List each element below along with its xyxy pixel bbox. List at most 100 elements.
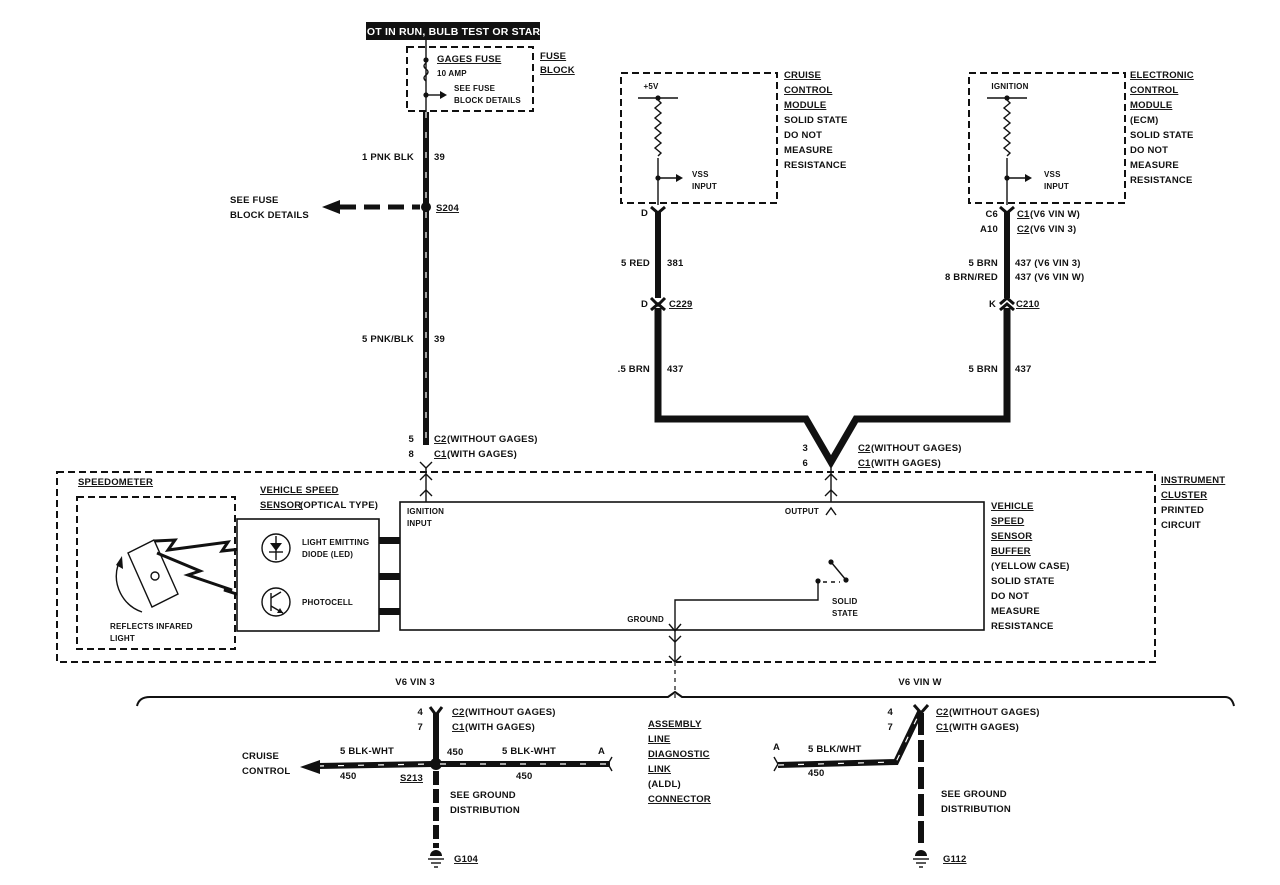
buffer-note: (YELLOW CASE) xyxy=(991,561,1070,572)
wire-color-label: 1 PNK BLK xyxy=(362,152,414,163)
cluster-note: PRINTED xyxy=(1161,505,1204,516)
vss-label: INPUT xyxy=(692,182,717,191)
connector-note: (WITHOUT GAGES) xyxy=(447,434,538,445)
buffer-title: VEHICLE xyxy=(991,501,1034,512)
vin-bracket: V6 VIN 3 V6 VIN W xyxy=(136,677,1235,707)
light-beam-reflected xyxy=(156,551,263,604)
connector-note: (WITHOUT GAGES) xyxy=(949,707,1040,718)
supply-label: +5V xyxy=(643,82,659,91)
module-note: MEASURE xyxy=(1130,160,1179,171)
module-note: RESISTANCE xyxy=(784,160,847,171)
connector-note: (WITH GAGES) xyxy=(447,449,517,460)
pin-number: 4 xyxy=(888,707,894,718)
wire-circuit-label: 437 xyxy=(667,364,683,375)
ignition-connector: 5 8 C2 (WITHOUT GAGES) C1 (WITH GAGES) xyxy=(409,434,538,502)
wire-color-label: 5 BLK-WHT xyxy=(340,746,394,757)
module-title: ELECTRONIC xyxy=(1130,70,1194,81)
power-source-label: HOT IN RUN, BULB TEST OR START xyxy=(359,26,547,38)
pin-number: 6 xyxy=(803,458,808,469)
pin-number: K xyxy=(989,299,996,310)
wire-color-label: 5 BLK/WHT xyxy=(808,744,862,755)
cluster-title: INSTRUMENT xyxy=(1161,475,1225,486)
connector-id: C210 xyxy=(1016,299,1040,310)
cruise-control-label: CRUISE xyxy=(242,751,279,762)
wire-circuit-381-437-cruise: D 5 RED 381 D C229 .5 BRN 437 xyxy=(618,205,692,375)
wire-circuit-label: 437 (V6 VIN W) xyxy=(1015,272,1084,283)
module-title: MODULE xyxy=(784,100,826,111)
ground-id: G104 xyxy=(454,854,479,865)
connector-id: C1 xyxy=(452,722,465,733)
vss-label: INPUT xyxy=(1044,182,1069,191)
wire-circuit-label: 381 xyxy=(667,258,684,269)
wire-circuit-437-merged: 3 6 C2 (WITHOUT GAGES) C1 (WITH GAGES) xyxy=(654,308,1011,562)
buffer-title: BUFFER xyxy=(991,546,1031,557)
sensor-title: VEHICLE SPEED xyxy=(260,485,339,496)
resistor-icon xyxy=(1002,99,1012,157)
wire-color-label: .5 BRN xyxy=(618,364,650,375)
resistor-icon xyxy=(653,99,663,157)
cluster-note: CIRCUIT xyxy=(1161,520,1201,531)
module-title: MODULE xyxy=(1130,100,1172,111)
wire-circuit-label: 450 xyxy=(516,771,532,782)
module-note: SOLID STATE xyxy=(1130,130,1194,141)
buffer-note: MEASURE xyxy=(991,606,1040,617)
ground-id: G112 xyxy=(943,854,967,865)
see-ground-label: SEE GROUND xyxy=(450,790,516,801)
wire-color-label: 5 BRN xyxy=(968,258,998,269)
wire-circuit-label: 437 (V6 VIN 3) xyxy=(1015,258,1081,269)
pin-number: A10 xyxy=(980,224,998,235)
module-note: RESISTANCE xyxy=(1130,175,1193,186)
arrow-right-icon xyxy=(676,174,683,182)
sensor-pin xyxy=(379,573,401,580)
wire-color-label: 5 BLK-WHT xyxy=(502,746,556,757)
led-label: LIGHT EMITTING xyxy=(302,538,369,547)
led-icon xyxy=(261,533,291,563)
wire-circuit-label: 39 xyxy=(434,334,445,345)
reflects-label: LIGHT xyxy=(110,634,135,643)
fuse-block-label-1: FUSE xyxy=(540,51,566,62)
wire-circuit-39: 1 PNK BLK 39 5 PNK/BLK 39 xyxy=(362,112,445,445)
splice-id: S213 xyxy=(400,773,423,784)
electronic-control-module: IGNITION VSS INPUT ELECTRONIC CONTROL MO… xyxy=(968,70,1194,205)
switch-icon xyxy=(830,561,847,581)
aldl-title: (ALDL) xyxy=(648,779,681,790)
pin-number: D xyxy=(641,208,648,219)
power-source-banner: HOT IN RUN, BULB TEST OR START xyxy=(359,22,547,40)
aldl-title: CONNECTOR xyxy=(648,794,711,805)
speedometer: REFLECTS INFARED LIGHT xyxy=(76,496,263,650)
pin-number: 8 xyxy=(409,449,414,460)
buffer-title: SENSOR xyxy=(991,531,1032,542)
photocell-icon xyxy=(261,587,291,617)
see-fuse-text-1: SEE FUSE xyxy=(230,195,279,206)
see-ground-label: DISTRIBUTION xyxy=(450,805,520,816)
pin-number: 7 xyxy=(418,722,423,733)
arrow-right-icon xyxy=(440,91,447,99)
fuse-see-details-2: BLOCK DETAILS xyxy=(454,96,521,105)
reflector-icon xyxy=(127,539,179,608)
pin-number: 5 xyxy=(409,434,415,445)
buffer-note: SOLID STATE xyxy=(991,576,1055,587)
light-beam-emitted xyxy=(154,538,261,553)
sensor-title-note: (OPTICAL TYPE) xyxy=(300,500,378,511)
module-note: (ECM) xyxy=(1130,115,1158,126)
cruise-control-label: CONTROL xyxy=(242,766,290,777)
connector-note: (WITHOUT GAGES) xyxy=(465,707,556,718)
splice-s204: S204 SEE FUSE BLOCK DETAILS xyxy=(230,195,459,221)
fuse-rating: 10 AMP xyxy=(437,69,467,78)
instrument-cluster: INSTRUMENT CLUSTER PRINTED CIRCUIT SPEED… xyxy=(56,471,1225,663)
wire-circuit-label: 450 xyxy=(808,768,824,779)
arrow-right-icon xyxy=(1025,174,1032,182)
wire-color-label: 5 RED xyxy=(621,258,650,269)
connector-id: C2 xyxy=(936,707,949,718)
see-ground-label: DISTRIBUTION xyxy=(941,804,1011,815)
splice-s213 xyxy=(430,758,442,770)
ignition-input-label: IGNITION xyxy=(407,507,444,516)
aldl-title: LINK xyxy=(648,764,671,775)
connector-note: (WITH GAGES) xyxy=(949,722,1019,733)
module-note: MEASURE xyxy=(784,145,833,156)
fuse-icon xyxy=(423,62,429,82)
connector-note: (WITH GAGES) xyxy=(465,722,535,733)
wire-circuit-label: 450 xyxy=(340,771,356,782)
connector-note: (V6 VIN 3) xyxy=(1030,224,1076,235)
aldl-title: ASSEMBLY xyxy=(648,719,702,730)
